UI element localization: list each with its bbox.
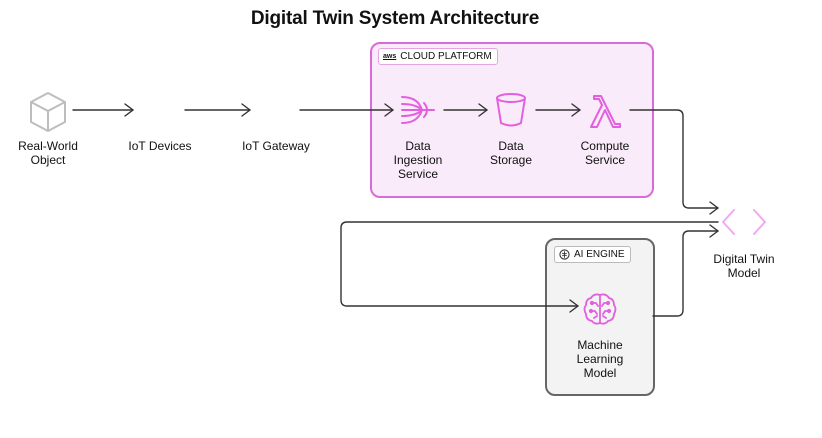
aws-logo-icon: aws <box>383 53 397 60</box>
code-brackets-icon <box>722 209 766 235</box>
node-data-ingestion-service: Data Ingestion Service <box>393 139 443 181</box>
diagram-title: Digital Twin System Architecture <box>250 8 540 29</box>
brain-icon <box>583 293 617 325</box>
ai-engine-label: AI ENGINE <box>574 249 625 260</box>
node-data-storage: Data Storage <box>489 139 533 167</box>
edge-object-to-devices <box>72 103 134 117</box>
edge-devices-to-gateway <box>184 103 251 117</box>
ai-chip-icon <box>559 249 570 260</box>
node-compute-service: Compute Service <box>580 139 630 167</box>
edge-gateway-to-ingestion <box>299 103 394 117</box>
node-digital-twin-model: Digital Twin Model <box>713 252 775 280</box>
cloud-platform-group <box>370 42 654 198</box>
edge-compute-to-twin <box>629 109 719 215</box>
node-real-world-object: Real-World Object <box>18 139 78 167</box>
cloud-platform-badge: aws CLOUD PLATFORM <box>378 48 498 65</box>
edge-twin-to-ml <box>340 221 719 313</box>
cube-icon <box>30 92 66 132</box>
lambda-icon <box>590 95 621 128</box>
edge-ingestion-to-storage <box>443 103 488 117</box>
ai-engine-badge: AI ENGINE <box>554 246 631 263</box>
bucket-icon <box>496 93 526 127</box>
edge-ml-to-twin <box>652 224 719 317</box>
cloud-platform-label: CLOUD PLATFORM <box>400 51 492 62</box>
ingestion-icon <box>401 96 435 124</box>
node-iot-gateway: IoT Gateway <box>242 139 310 153</box>
node-iot-devices: IoT Devices <box>128 139 192 153</box>
edge-storage-to-compute <box>535 103 581 117</box>
node-machine-learning-model: Machine Learning Model <box>576 338 624 380</box>
